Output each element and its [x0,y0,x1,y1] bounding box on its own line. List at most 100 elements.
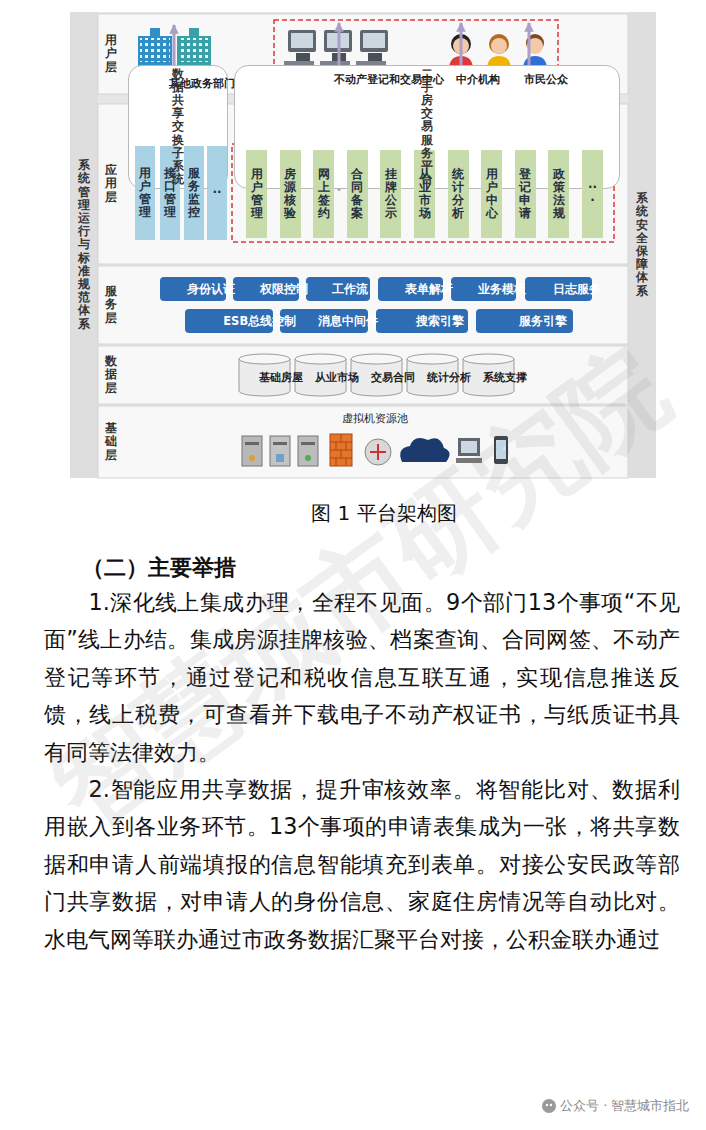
cylinder-outline [463,359,514,396]
building-icon [138,36,172,68]
service-box: ESB总线控制 [185,309,273,333]
computer-icon [284,30,388,66]
node-label: 房源核验 [284,168,296,221]
module-box: 政策法规 [548,150,569,238]
node-label: 网上签约 [318,168,330,221]
service-box: 业务模板 [451,277,516,301]
module-box: 网上签约 [313,150,334,238]
database-cylinder: 基础房屋 [238,353,291,397]
computer-icon [363,33,385,48]
building-icon [189,28,199,36]
node-label: 政策法规 [553,168,565,221]
service-box: 服务引擎 [476,309,573,333]
node-label: 挂牌公示 [385,168,397,221]
node-label: 权限控制 [260,283,272,296]
layer-label: 数据层 [105,355,117,395]
database-cylinder: 统计分析 [406,353,459,397]
cylinder-outline [351,359,402,396]
node-label: 中介机构 [456,73,467,86]
module-box: 登记申请 [515,150,536,238]
module-box: 统计分析 [448,150,469,238]
database-cylinder: 系统支撑 [462,353,515,397]
infrastructure-icon [273,442,287,445]
infrastructure-icon [245,442,259,445]
figure-caption: 图 1 平台架构图 [311,500,456,527]
layer-label: 应用层 [105,164,117,204]
computer-icon [368,53,382,61]
diagram-frame [70,12,98,478]
node-label: ·· [211,186,223,199]
wechat-icon [542,1099,556,1113]
source-tag: 公众号 · 智慧城市指北 [560,1097,689,1115]
infrastructure-icon [370,444,386,460]
module-box: 用户管理 [246,150,267,238]
service-box: 消息中间件 [280,309,368,333]
node-label: 服务引擎 [519,315,531,328]
wechat-icon [542,1099,556,1113]
infrastructure-icon [242,436,262,466]
cylinder-outline [239,359,290,396]
node-label: 市民公众 [524,73,535,86]
wechat-icon [546,1104,548,1106]
building-icon [150,28,160,36]
service-box: 搜索引擎 [376,309,468,333]
infrastructure-icon [330,434,352,466]
building-icon [179,38,209,62]
node-label: 服务监控 [188,167,200,220]
database-cylinder: 交易合同 [350,353,403,397]
service-box: 身份认证 [160,277,226,301]
cylinder-outline [463,354,514,364]
node-label: 统计分析 [452,168,464,221]
node-label: 不动产登记和交易中心 [334,73,345,86]
building-icon [140,38,170,62]
cylinder-outline [295,359,346,396]
module-box: ·· [207,146,227,240]
node-label: 统计分析 [427,372,438,384]
cylinder-outline [407,354,458,364]
infrastructure-icon [249,455,255,461]
layer-label: 服务层 [105,285,117,325]
layer-label: 基础层 [105,422,117,462]
node-label: 工作流 [332,283,344,296]
cylinder-outline [407,359,458,396]
layer-band [98,266,628,344]
person-icon [489,34,509,54]
node-label: 基础房屋 [259,372,270,384]
node-label: 接口管理 [164,167,176,220]
layer-label: 系统管理运行与标准规范体系 [78,159,90,330]
module-box: 合同备案 [347,150,368,238]
service-box: 日志服务 [525,277,592,301]
service-box: 表单解析 [378,277,443,301]
cylinder-outline [239,354,290,364]
infrastructure-icon [270,436,290,466]
node-label: 搜索引擎 [416,315,428,328]
module-box: 挂牌公示 [380,150,401,238]
infrastructure-icon [365,439,391,465]
node-label: 日志服务 [553,283,565,296]
node-label: 用户管理 [251,168,263,221]
node-label: 从业市场 [315,372,326,384]
node-label: 从业市场 [419,168,431,221]
cylinder-outline [295,354,346,364]
node-label: 交易合同 [371,372,382,384]
infrastructure-icon [301,442,315,445]
section-heading: （二）主要举措 [82,550,236,586]
layer-band: 服务层 身份认证 权限控制 工作流 表单解析业务模板 日志服务 ESB总线控制 消息中间件 搜索… [98,266,628,344]
computer-icon [360,30,388,52]
cylinder-outline [351,354,402,364]
module-box: 服务监控 [184,146,204,240]
computer-icon [291,33,313,48]
side-column: 系统管理运行与标准规范体系 [70,12,98,478]
infrastructure-icon [330,434,352,466]
node-label: ESB总线控制 [223,315,235,328]
infrastructure-icon [276,454,284,462]
computer-icon [296,53,310,61]
service-box: 权限控制 [233,277,299,301]
layer-label: 用户层 [105,34,117,74]
node-label: 用户管理 [139,167,151,220]
person-icon [491,38,507,54]
node-label: 消息中间件 [318,315,330,328]
infrastructure-icon [305,455,311,461]
infrastructure-icon [298,436,318,466]
